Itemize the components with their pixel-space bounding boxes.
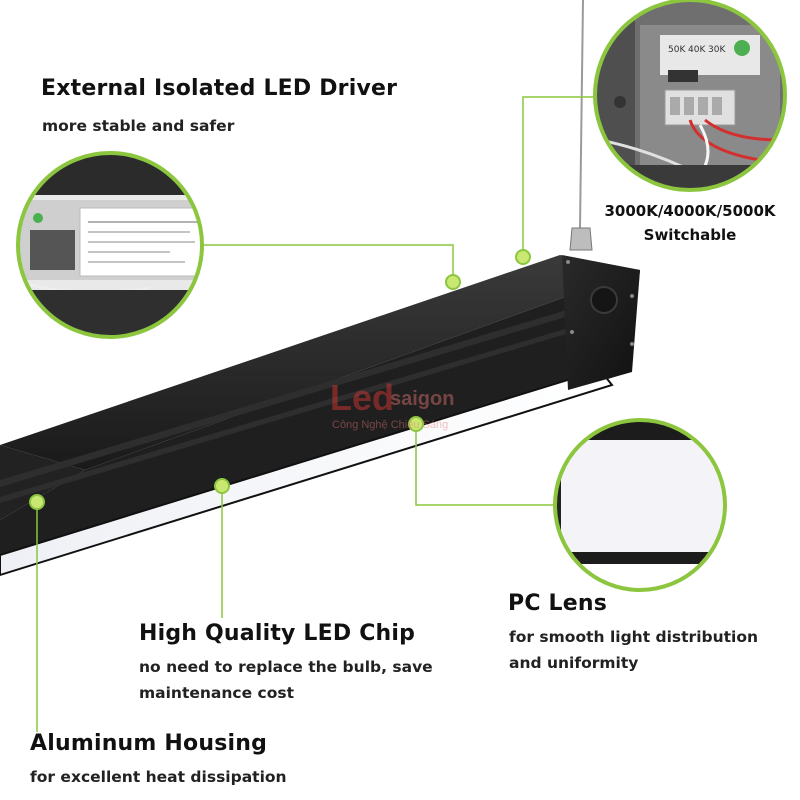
housing-title: Aluminum Housing — [30, 731, 268, 756]
svg-text:Led: Led — [330, 377, 394, 418]
switch-label-40k: 40K — [688, 45, 706, 55]
callout-dots — [29, 249, 531, 510]
watermark: Led saigon Công Nghệ Chiếu Sáng — [330, 377, 454, 431]
knockout-hole — [590, 286, 618, 314]
connector-lines — [36, 96, 598, 732]
temperature-values: 3000K/4000K/5000K — [604, 202, 776, 220]
lens-line-1: for smooth light distribution — [509, 628, 759, 646]
linear-light-body — [0, 255, 640, 577]
lens-line-2: and uniformity — [509, 654, 639, 672]
end-cap — [562, 255, 640, 390]
driver-zoom-circle — [16, 151, 204, 339]
lens-title: PC Lens — [508, 591, 608, 616]
suspension-cable — [579, 0, 584, 229]
temperature-switchable: Switchable — [643, 226, 737, 244]
pc-lens-detail — [555, 440, 725, 552]
housing-subtitle: for excellent heat dissipation — [30, 768, 287, 786]
cable-gripper — [569, 227, 593, 251]
temperature-switch-zoom-circle: 50K 40K 30K — [593, 0, 787, 192]
driver-title: External Isolated LED Driver — [41, 76, 398, 101]
svg-text:Công Nghệ Chiếu Sáng: Công Nghệ Chiếu Sáng — [332, 419, 448, 431]
chip-line-2: maintenance cost — [139, 684, 294, 702]
switch-label-30k: 30K — [708, 45, 726, 55]
lens-zoom-circle — [553, 418, 727, 592]
switch-label-50k: 50K — [668, 45, 686, 55]
chip-title: High Quality LED Chip — [139, 621, 416, 646]
driver-subtitle: more stable and safer — [42, 117, 235, 135]
temperature-callout: 3000K/4000K/5000K Switchable — [592, 199, 788, 247]
svg-text:saigon: saigon — [390, 388, 454, 410]
chip-line-1: no need to replace the bulb, save — [139, 658, 433, 676]
